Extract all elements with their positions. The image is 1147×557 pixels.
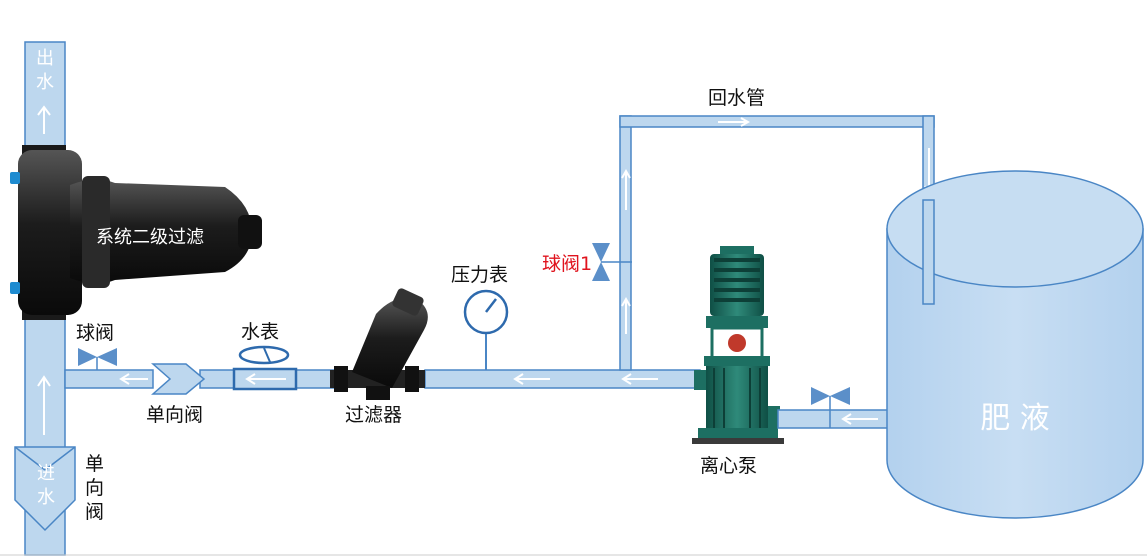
y-filter-label: 过滤器 [345, 404, 402, 426]
return-pipe-label: 回水管 [708, 87, 765, 109]
secondary-filter: 系统二级过滤 [10, 145, 262, 320]
ball-valve-1: 球阀1 [542, 243, 632, 281]
centrifugal-pump: 离心泵 [692, 246, 784, 477]
check-valve: 单向阀 [146, 363, 206, 426]
inlet-label: 进 水 [37, 463, 55, 508]
check-valve-label: 单向阀 [146, 404, 203, 426]
outlet-up-arrow [37, 105, 51, 134]
water-meter: 水表 [232, 321, 298, 391]
centrifugal-pump-label: 离心泵 [700, 455, 757, 477]
inlet-label-char-1: 进 [37, 463, 55, 484]
vertical-check-valve [14, 446, 76, 532]
vertical-check-valve-label-char-2: 向 [85, 477, 104, 499]
check-valve-arrow [119, 373, 148, 385]
pressure-gauge: 压力表 [451, 264, 509, 370]
suction-ball-valve [811, 387, 850, 428]
pressure-gauge-label: 压力表 [451, 264, 508, 286]
outlet-label-char-2: 水 [36, 72, 54, 93]
vertical-check-valve-label-char-1: 单 [85, 453, 104, 475]
water-meter-label: 水表 [241, 321, 279, 343]
vertical-check-valve-label-char-3: 阀 [85, 501, 104, 523]
ball-valve-label: 球阀 [76, 322, 114, 344]
suction-arrow [841, 413, 878, 425]
fertilizer-label: 肥 液 [980, 401, 1050, 436]
ball-valve-1-label: 球阀1 [542, 253, 592, 275]
vertical-check-valve-label: 单 向 阀 [85, 453, 104, 523]
horizontal-flow-arrow-2 [621, 373, 658, 385]
fertilizer-tank: 肥 液 [886, 170, 1144, 519]
inlet-up-arrow [37, 375, 51, 435]
y-filter: 过滤器 [330, 288, 428, 426]
secondary-filter-label: 系统二级过滤 [96, 227, 204, 248]
horizontal-flow-arrow-1 [513, 373, 550, 385]
outlet-label-char-1: 出 [36, 48, 54, 69]
inlet-label-char-2: 水 [37, 487, 55, 508]
outlet-label: 出 水 [36, 48, 54, 93]
